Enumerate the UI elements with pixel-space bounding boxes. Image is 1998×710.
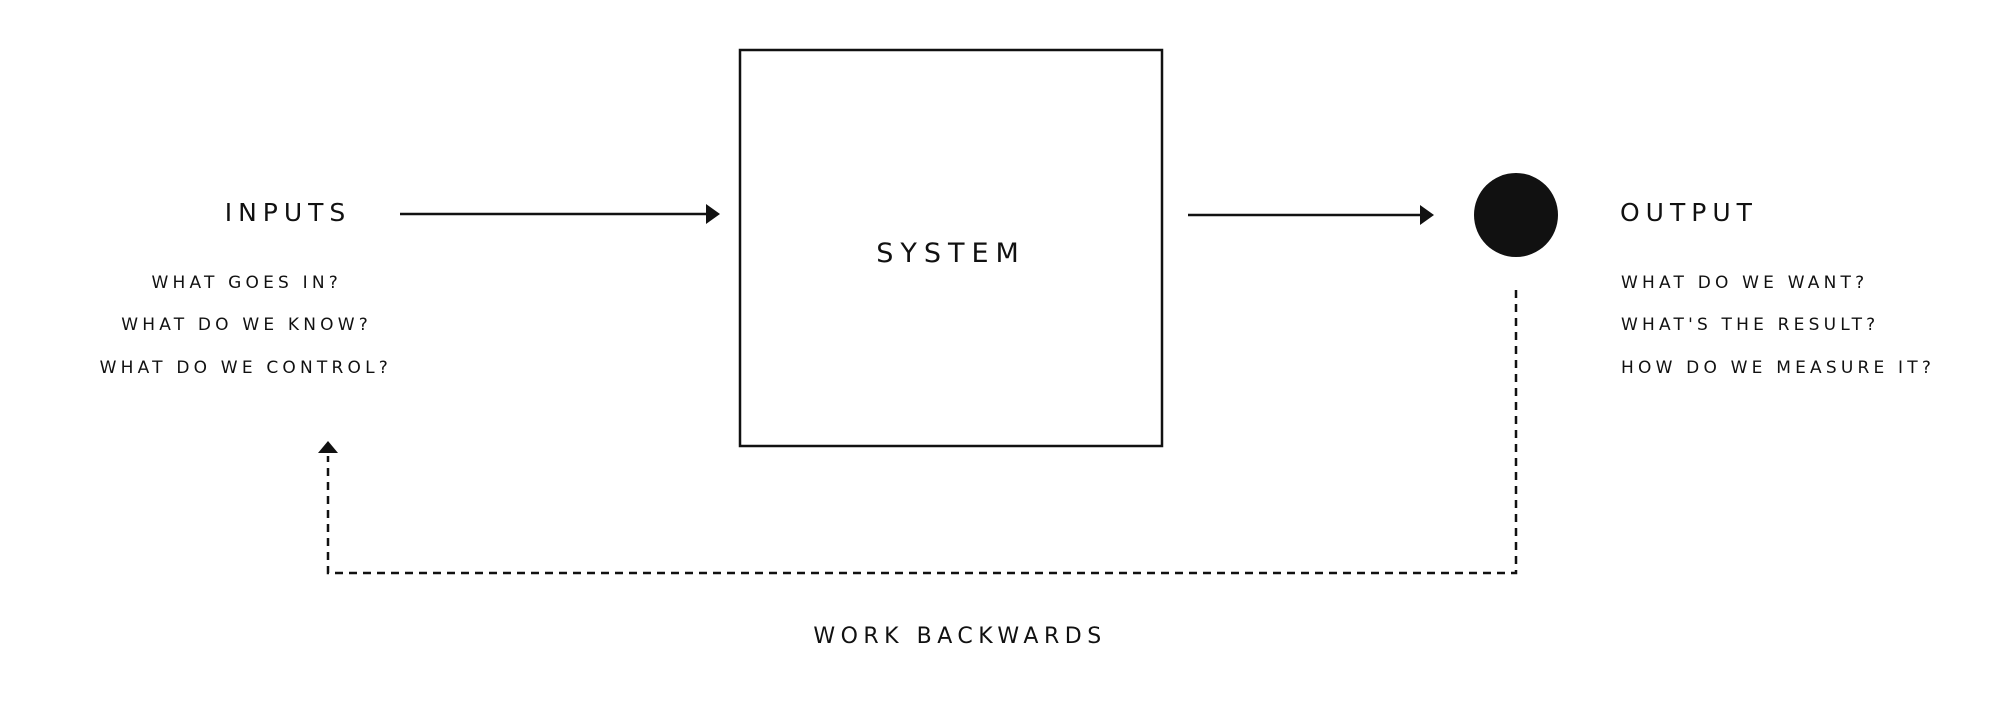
- output-arrow: [1188, 205, 1434, 225]
- inputs-question: WHAT GOES IN?: [151, 273, 342, 293]
- output-question: HOW DO WE MEASURE IT?: [1621, 358, 1936, 378]
- inputs-question: WHAT DO WE KNOW?: [121, 315, 372, 335]
- inputs-question: WHAT DO WE CONTROL?: [99, 358, 392, 378]
- output-heading: OUTPUT: [1620, 198, 1758, 227]
- feedback-loop: [318, 290, 1518, 575]
- input-arrow: [400, 204, 720, 224]
- work-backwards-label: WORK BACKWARDS: [813, 624, 1107, 649]
- system-box: [738, 48, 1164, 448]
- output-question: WHAT DO WE WANT?: [1621, 273, 1869, 293]
- output-question: WHAT'S THE RESULT?: [1621, 315, 1880, 335]
- system-label: SYSTEM: [876, 238, 1026, 269]
- inputs-heading: INPUTS: [224, 198, 352, 227]
- output-dot: [1474, 173, 1558, 257]
